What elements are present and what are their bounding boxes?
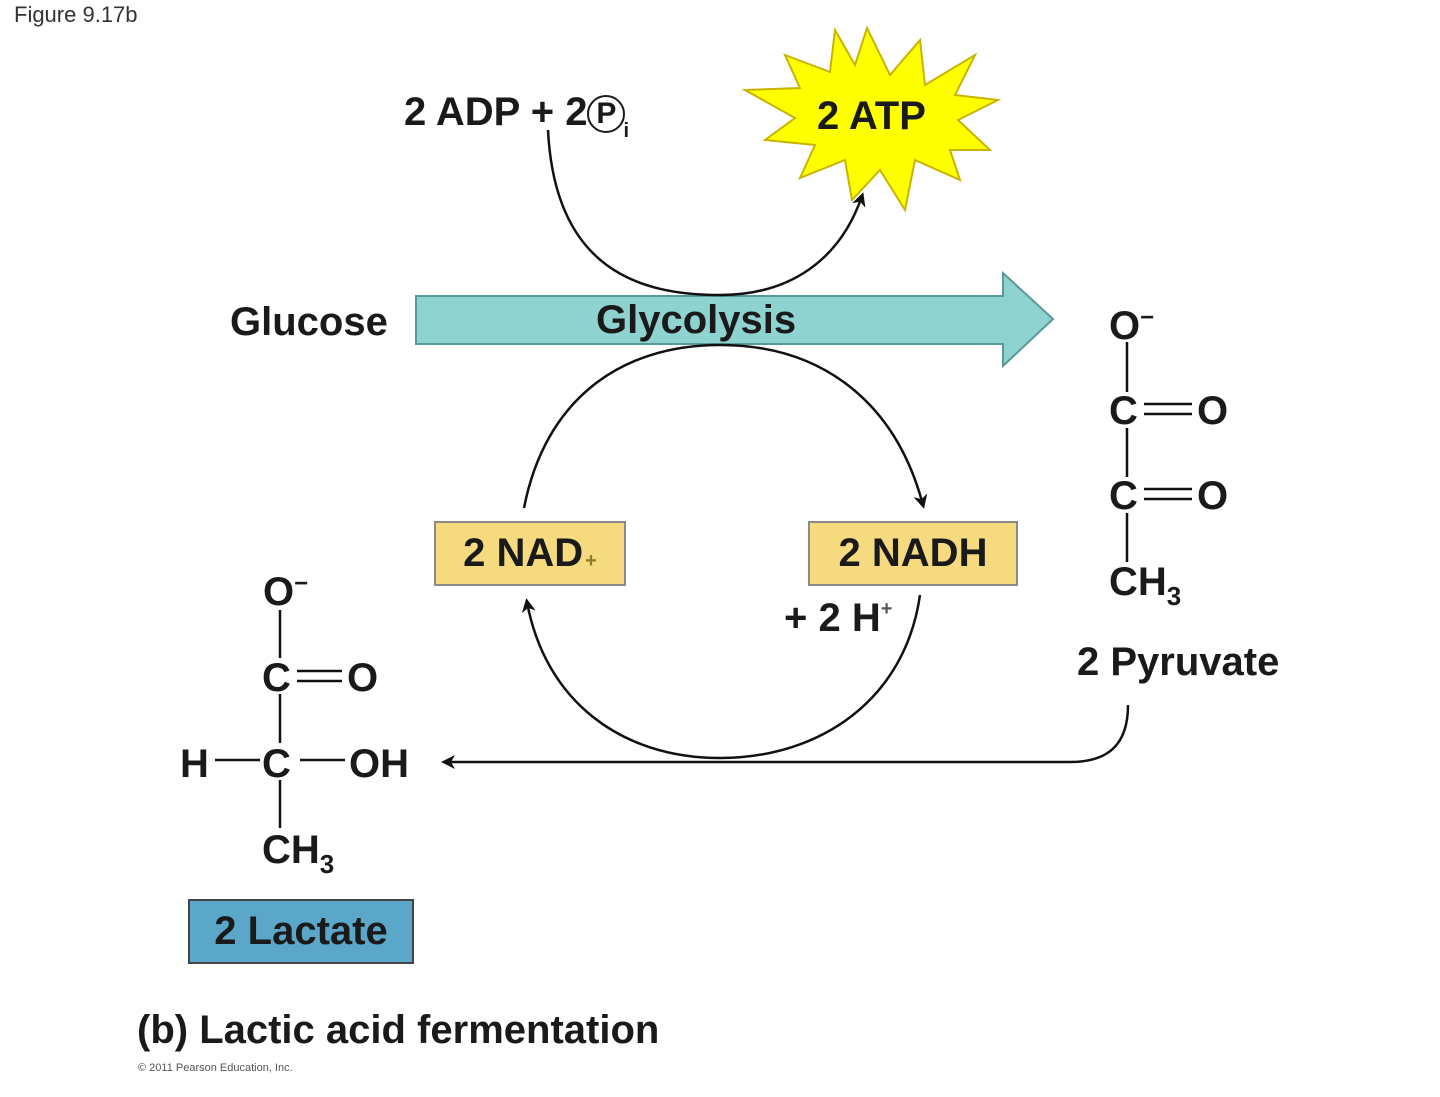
phosphate-symbol: P bbox=[587, 95, 626, 133]
nad-charge: + bbox=[585, 550, 597, 572]
pyruvate-c1: C bbox=[1109, 389, 1138, 433]
figure-caption: (b) Lactic acid fermentation bbox=[137, 1008, 660, 1052]
nad-to-nadh-arc bbox=[522, 343, 928, 509]
h-ions-text: + 2 H bbox=[784, 596, 881, 640]
pyruvate-name: 2 Pyruvate bbox=[1077, 640, 1280, 684]
glucose-label: Glucose bbox=[230, 300, 388, 344]
atp-label: 2 ATP bbox=[817, 94, 926, 138]
glycolysis-label: Glycolysis bbox=[596, 298, 797, 342]
copyright-notice: © 2011 Pearson Education, Inc. bbox=[138, 1062, 293, 1074]
lactate-c2: C bbox=[262, 742, 291, 786]
phosphate-subscript: i bbox=[623, 120, 629, 142]
lactate-ch3: CH3 bbox=[262, 828, 335, 879]
atp-burst bbox=[741, 25, 1002, 213]
nadh-label: 2 NADH bbox=[838, 531, 988, 575]
lactate-o1: O bbox=[347, 656, 379, 700]
pyruvate-c2: C bbox=[1109, 474, 1138, 518]
lactate-c1: C bbox=[262, 656, 291, 700]
h-ions-label: + 2 H+ bbox=[784, 598, 892, 638]
h-ions-charge: + bbox=[880, 598, 893, 620]
lactate-name: 2 Lactate bbox=[214, 909, 388, 953]
lactate-oh: OH bbox=[349, 742, 409, 786]
pyruvate-ch3: CH3 bbox=[1109, 560, 1182, 611]
nadh-box: 2 NADH bbox=[808, 521, 1018, 586]
adp-text: 2 ADP + 2 bbox=[404, 90, 588, 134]
figure-label: Figure 9.17b bbox=[14, 2, 138, 27]
lactate-o-minus: O− bbox=[263, 570, 309, 614]
pyruvate-o1: O bbox=[1197, 389, 1229, 433]
nad-box: 2 NAD+ bbox=[434, 521, 626, 586]
pyruvate-bonds bbox=[1125, 342, 1192, 562]
lactate-box: 2 Lactate bbox=[188, 899, 414, 964]
pyruvate-o2: O bbox=[1197, 474, 1229, 518]
lactate-h: H bbox=[180, 742, 209, 786]
pyruvate-to-lactate-arrow bbox=[441, 704, 1130, 769]
nad-label: 2 NAD bbox=[463, 531, 584, 575]
adp-atp-arc bbox=[546, 129, 866, 297]
glycolysis-arrow bbox=[415, 270, 1055, 369]
pyruvate-o-minus: O− bbox=[1109, 304, 1155, 348]
nadh-to-nad-arc bbox=[521, 594, 922, 760]
lactate-bonds bbox=[215, 610, 345, 828]
